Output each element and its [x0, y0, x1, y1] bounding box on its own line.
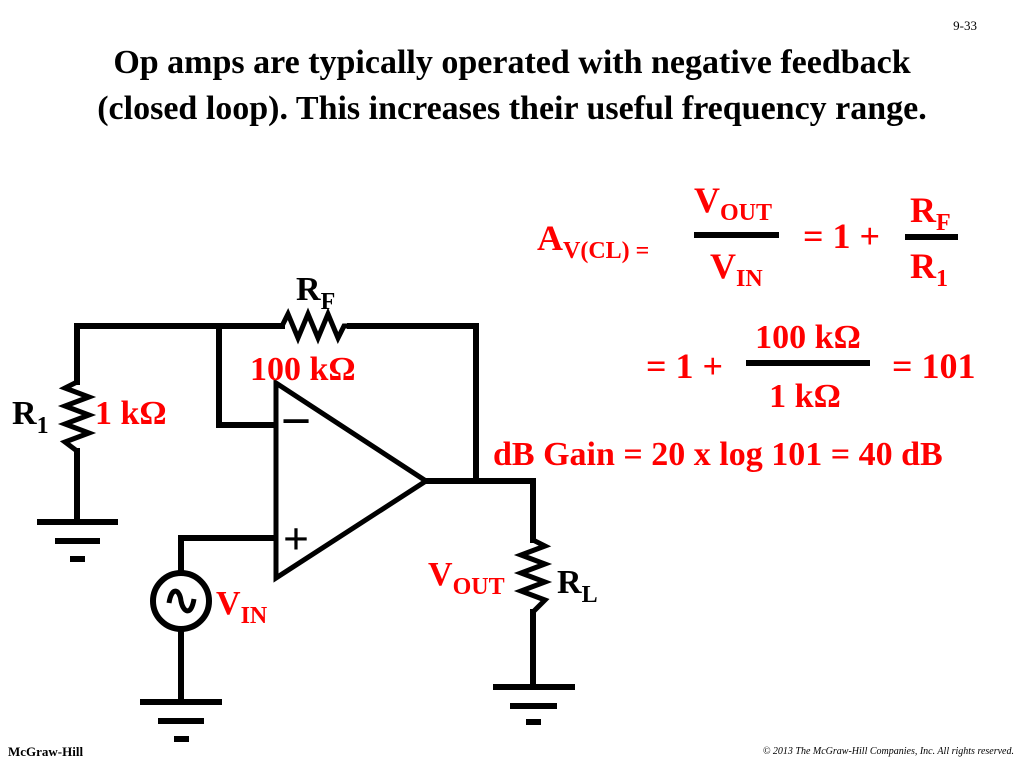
- inverting-input-wire: [216, 323, 279, 428]
- fraction1-denominator: VIN: [710, 246, 763, 292]
- r1-resistor-symbol: [57, 379, 97, 453]
- line2-result: = 101: [892, 346, 976, 386]
- r1-top-wire: [74, 323, 285, 385]
- vin-label: VIN: [216, 585, 268, 629]
- acl-label: AV(CL) =: [537, 218, 649, 264]
- page-number: 9-33: [953, 18, 977, 33]
- ground-r1-icon: [37, 519, 118, 562]
- circuit-wires: [74, 323, 536, 703]
- ground-source-icon: [140, 699, 222, 742]
- slide-title: Op amps are typically operated with nega…: [0, 40, 1024, 132]
- publisher-name: McGraw-Hill: [8, 744, 84, 759]
- r1-value: 1 kΩ: [95, 395, 167, 432]
- eq-one-plus: = 1 +: [803, 216, 880, 256]
- fraction1-numerator: VOUT: [694, 180, 772, 226]
- vout-label: VOUT: [428, 556, 505, 600]
- op-amp-symbol: [273, 378, 431, 583]
- r1-label: R1: [12, 395, 49, 439]
- rf-value: 100 kΩ: [250, 351, 356, 388]
- copyright-notice: © 2013 The McGraw-Hill Companies, Inc. A…: [762, 746, 1014, 757]
- fraction2-numerator: RF: [910, 190, 951, 236]
- fraction2-denominator: R1: [910, 246, 948, 292]
- rl-resistor-symbol: [513, 537, 553, 614]
- line2-one-plus: = 1 +: [646, 346, 723, 386]
- fraction3-numerator: 100 kΩ: [755, 319, 861, 356]
- noninverting-sign: +: [283, 513, 309, 564]
- db-gain-equation: dB Gain = 20 x log 101 = 40 dB: [493, 436, 943, 473]
- rf-resistor-symbol: [279, 307, 350, 345]
- inverting-sign: −: [281, 391, 312, 451]
- sine-wave-icon: [166, 588, 197, 614]
- fraction3-denominator: 1 kΩ: [769, 378, 841, 415]
- rf-label: RF: [296, 271, 335, 315]
- ground-load-icon: [493, 684, 575, 725]
- noninverting-input-wire: [178, 535, 279, 573]
- output-wire: [423, 478, 536, 543]
- title-line-1: Op amps are typically operated with nega…: [113, 44, 911, 81]
- feedback-output-wire: [347, 323, 479, 484]
- title-line-2: (closed loop). This increases their usef…: [97, 90, 927, 127]
- rl-label: RL: [557, 564, 598, 608]
